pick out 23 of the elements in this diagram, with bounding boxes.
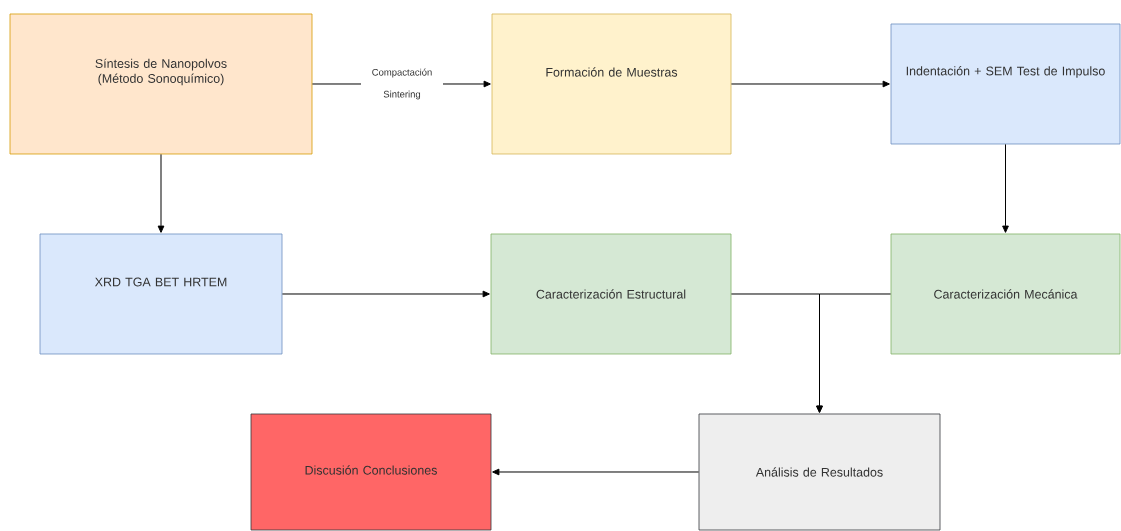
trapezoid-shape (491, 13, 732, 155)
node-text: Caracterización Estructural (536, 289, 686, 299)
edge-label: Compactación Sintering (361, 67, 443, 101)
node-text: Formación de Muestras (546, 67, 678, 77)
node-text: XRD TGA BET HRTEM (95, 277, 227, 287)
arrow (730, 80, 890, 88)
process-box (39, 233, 283, 355)
node-text: Análisis de Resultados (755, 467, 883, 477)
process-box (698, 413, 941, 531)
process-box (250, 413, 492, 531)
process-box (490, 233, 732, 355)
arrow (492, 468, 700, 476)
arrow (157, 153, 165, 233)
node-text: Discusión Conclusiones (305, 465, 437, 475)
process-box (9, 13, 313, 155)
arrow (281, 290, 490, 298)
node-text: Caracterización Mecánica (934, 289, 1078, 299)
arrow (816, 293, 892, 413)
process-box (890, 23, 1121, 145)
node-text: Síntesis de Nanopolvos (Método Sonoquímico) (95, 58, 227, 86)
arrow (1002, 143, 1009, 233)
node-text: Indentación + SEM Test de Impulso (906, 66, 1105, 78)
process-box (890, 233, 1121, 355)
